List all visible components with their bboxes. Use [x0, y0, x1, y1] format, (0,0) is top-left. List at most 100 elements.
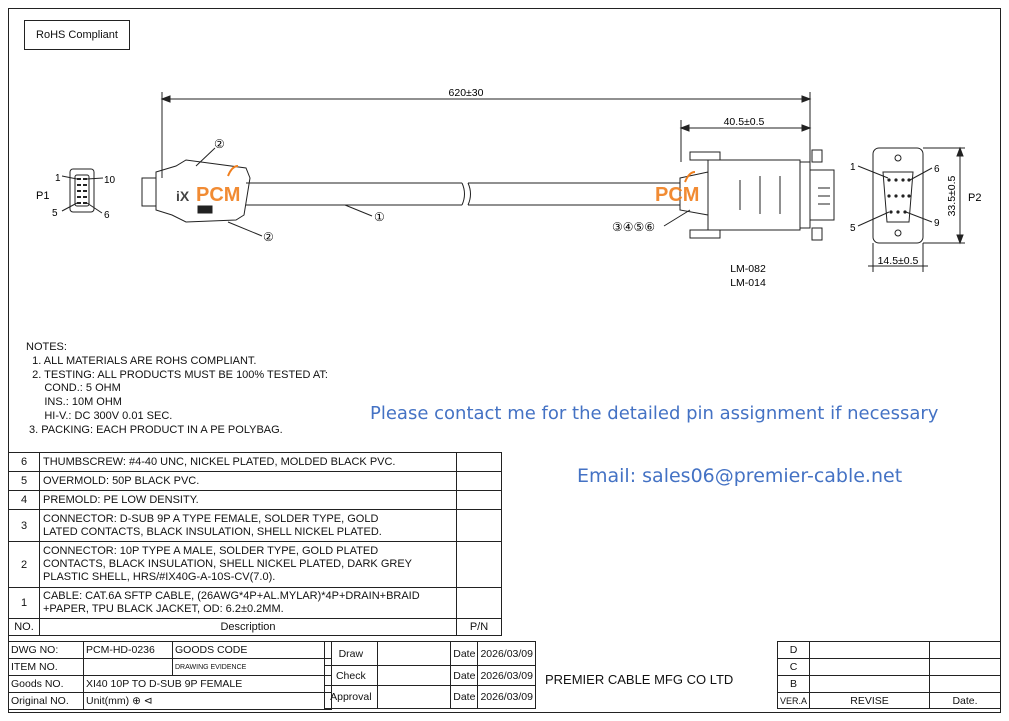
bom-no: 6 [8, 452, 40, 472]
original-no-label: Original NO. [8, 692, 84, 710]
goods-no-label: Goods NO. [8, 675, 84, 693]
p2-pin5: 5 [850, 223, 856, 234]
bom-no: 1 [8, 587, 40, 619]
bom-desc: PREMOLD: PE LOW DENSITY. [39, 490, 457, 510]
thumbscrew-top [689, 151, 721, 161]
logo-swoosh-left [227, 165, 239, 177]
ix-mark: iX [176, 188, 190, 204]
bom-desc: CONNECTOR: D-SUB 9P A TYPE FEMALE, SOLDE… [39, 509, 457, 542]
dim-p2-width-text: 14.5±0.5 [878, 255, 919, 267]
bom-no: 2 [8, 541, 40, 588]
rev-c: C [776, 658, 811, 676]
bom-header-desc: Description [39, 618, 457, 636]
p2-label: P2 [968, 192, 981, 204]
bom-pn [456, 490, 502, 510]
bom-desc: CONNECTOR: 10P TYPE A MALE, SOLDER TYPE,… [39, 541, 457, 588]
ix-plug-tip [141, 177, 157, 207]
note-line: COND.: 5 OHM [26, 382, 121, 395]
p2-pin9: 9 [934, 218, 940, 229]
date-label: Date [450, 685, 479, 709]
pcm-logo-left: PCM [196, 184, 240, 206]
item-no-label: ITEM NO. [8, 658, 84, 676]
p2-dsub-trapezoid [882, 171, 914, 223]
dwg-no-label: DWG NO: [8, 641, 84, 659]
date-value: 2026/03/09 [477, 665, 536, 686]
date-col-label: Date. [929, 692, 1001, 709]
bom-pn [456, 587, 502, 619]
revise-label: REVISE [809, 692, 930, 709]
dim-head-text: 40.5±0.5 [724, 116, 765, 128]
goods-code-label: GOODS CODE [172, 641, 332, 659]
bom-no: 5 [8, 471, 40, 491]
rev-d: D [776, 641, 811, 659]
dim-p2-height-text: 33.5±0.5 [946, 175, 958, 216]
bom-pn [456, 541, 502, 588]
p1-outline [69, 168, 95, 213]
bom-header-no: NO. [8, 618, 40, 636]
bom-header-pn: P/N [456, 618, 502, 636]
p2-outline [872, 147, 924, 244]
dwg-no-value: PCM-HD-0236 [83, 641, 173, 659]
rev-b: B [776, 675, 811, 693]
p2-pins [887, 178, 911, 214]
rohs-box: RoHS Compliant [24, 20, 130, 50]
pcm-logo-right: PCM [655, 184, 699, 206]
p1-pins [77, 178, 87, 204]
arrow-left [160, 95, 171, 103]
date-value: 2026/03/09 [477, 641, 536, 666]
title-block-left: DWG NO: PCM-HD-0236 GOODS CODE ITEM NO. … [8, 641, 332, 710]
logo-swoosh-right [684, 171, 696, 183]
p1-inner [74, 174, 90, 207]
callout-2-bottom: ② [263, 230, 274, 244]
note-line: 2. TESTING: ALL PRODUCTS MUST BE 100% TE… [26, 368, 328, 381]
unit-label: Unit(mm) [86, 695, 130, 707]
callout-1: ① [374, 210, 385, 224]
callout-2-top: ② [214, 137, 225, 151]
p1-label: P1 [36, 190, 49, 202]
drawing-frame [8, 8, 1001, 713]
bom-desc: OVERMOLD: 50P BLACK PVC. [39, 471, 457, 491]
drawing-evidence-label: DRAWING EVIDENCE [172, 658, 332, 676]
bom-desc: CABLE: CAT.6A SFTP CABLE, (26AWG*4P+AL.M… [39, 587, 457, 619]
bom-desc: THUMBSCREW: #4-40 UNC, NICKEL PLATED, MO… [39, 452, 457, 472]
bom-pn [456, 509, 502, 542]
bom-no: 4 [8, 490, 40, 510]
approval-label: Approval [324, 685, 378, 709]
date-label: Date [450, 641, 479, 666]
company-name: PREMIER CABLE MFG CO LTD [545, 672, 734, 687]
ix-connector-body [155, 159, 251, 223]
notes-title: NOTES: [26, 341, 67, 353]
note-line: 1. ALL MATERIALS ARE ROHS COMPLIANT. [26, 354, 257, 367]
note-line: 3. PACKING: EACH PRODUCT IN A PE POLYBAG… [26, 423, 283, 436]
arrow-right [801, 95, 812, 103]
email-note: Email: sales06@premier-cable.net [577, 465, 903, 487]
p1-pin5: 5 [52, 208, 58, 219]
contact-note: Please contact me for the detailed pin a… [370, 403, 939, 424]
note-line: HI-V.: DC 300V 0.01 SEC. [26, 409, 173, 422]
dsub-shell [809, 169, 835, 221]
check-label: Check [324, 665, 378, 686]
lm-label-1: LM-082 [730, 263, 766, 275]
lm-label-2: LM-014 [730, 277, 766, 289]
dim-overall-text: 620±30 [449, 87, 484, 99]
bom-no: 3 [8, 509, 40, 542]
callout-3456: ③④⑤⑥ [612, 220, 655, 234]
p2-pin1: 1 [850, 162, 856, 173]
date-value: 2026/03/09 [477, 685, 536, 709]
p1-pin10: 10 [104, 175, 116, 186]
thumbscrew-bottom [689, 229, 721, 239]
draw-label: Draw [324, 641, 378, 666]
date-label: Date [450, 665, 479, 686]
p1-pin1: 1 [55, 173, 61, 184]
ver-label: VER.A [776, 692, 811, 709]
notes-section: NOTES: 1. ALL MATERIALS ARE ROHS COMPLIA… [26, 341, 328, 438]
bom-pn [456, 471, 502, 491]
p2-pin6: 6 [934, 164, 940, 175]
bom-pn [456, 452, 502, 472]
